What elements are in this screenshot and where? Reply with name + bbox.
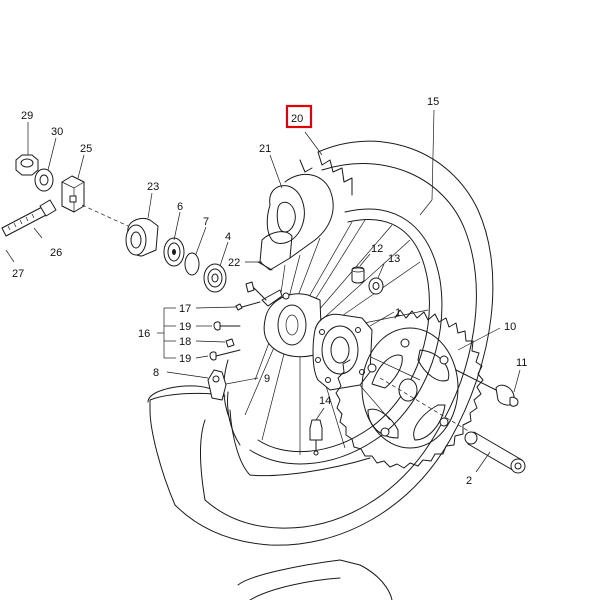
hub-drawing (261, 289, 373, 391)
callout-12: 12 (371, 243, 383, 255)
callout-1: 1 (395, 307, 401, 319)
washer-30-drawing (34, 168, 54, 192)
callout-19-lower: 19 (179, 353, 191, 365)
rim-lock-8-drawing (207, 369, 227, 401)
callout-17: 17 (179, 303, 191, 315)
callout-30: 30 (51, 126, 63, 138)
callout-6: 6 (177, 201, 183, 213)
nut-12-drawing (351, 266, 365, 284)
collar-2-drawing (464, 431, 526, 474)
callout-4: 4 (225, 231, 231, 243)
callout-26: 26 (50, 247, 62, 259)
callout-22: 22 (228, 257, 240, 269)
valve-14-drawing (309, 419, 323, 456)
callout-11: 11 (516, 357, 527, 369)
chain-puller-25-drawing (61, 175, 85, 213)
leader-lines (5, 109, 521, 473)
washer-13-drawing (368, 277, 384, 295)
callout-18: 18 (179, 336, 191, 348)
axle-bolt-26-drawing (1, 199, 57, 237)
callout-23: 23 (147, 181, 159, 193)
callout-13: 13 (388, 253, 400, 265)
callout-15: 15 (427, 96, 439, 108)
highlight-box-20 (285, 104, 313, 129)
circlip-7-drawing (184, 252, 200, 276)
callout-27: 27 (12, 268, 24, 280)
bearing-6-drawing (163, 237, 185, 267)
callout-7: 7 (203, 216, 209, 228)
callout-19-upper: 19 (179, 321, 191, 333)
callout-20: 20 (291, 113, 303, 125)
callout-9: 9 (264, 373, 270, 385)
bearing-4-drawing (203, 263, 227, 293)
sprocket-drawing (335, 309, 484, 469)
rim-drawing (223, 208, 443, 465)
callout-16: 16 (138, 328, 150, 340)
tube-drawing (257, 174, 334, 271)
callout-25: 25 (80, 143, 92, 155)
bolt-11-drawing (455, 369, 519, 407)
nut-29-drawing (15, 154, 39, 176)
callout-8: 8 (153, 367, 159, 379)
screws-16-drawing (209, 281, 267, 361)
callout-14: 14 (319, 395, 331, 407)
callout-labels: 29 30 25 23 6 7 4 26 27 22 21 20 15 12 1… (12, 96, 527, 487)
callout-21: 21 (259, 143, 271, 155)
callout-29: 29 (21, 110, 33, 122)
collar-23-drawing (125, 217, 159, 257)
callout-2: 2 (466, 475, 472, 487)
callout-10: 10 (504, 321, 516, 333)
